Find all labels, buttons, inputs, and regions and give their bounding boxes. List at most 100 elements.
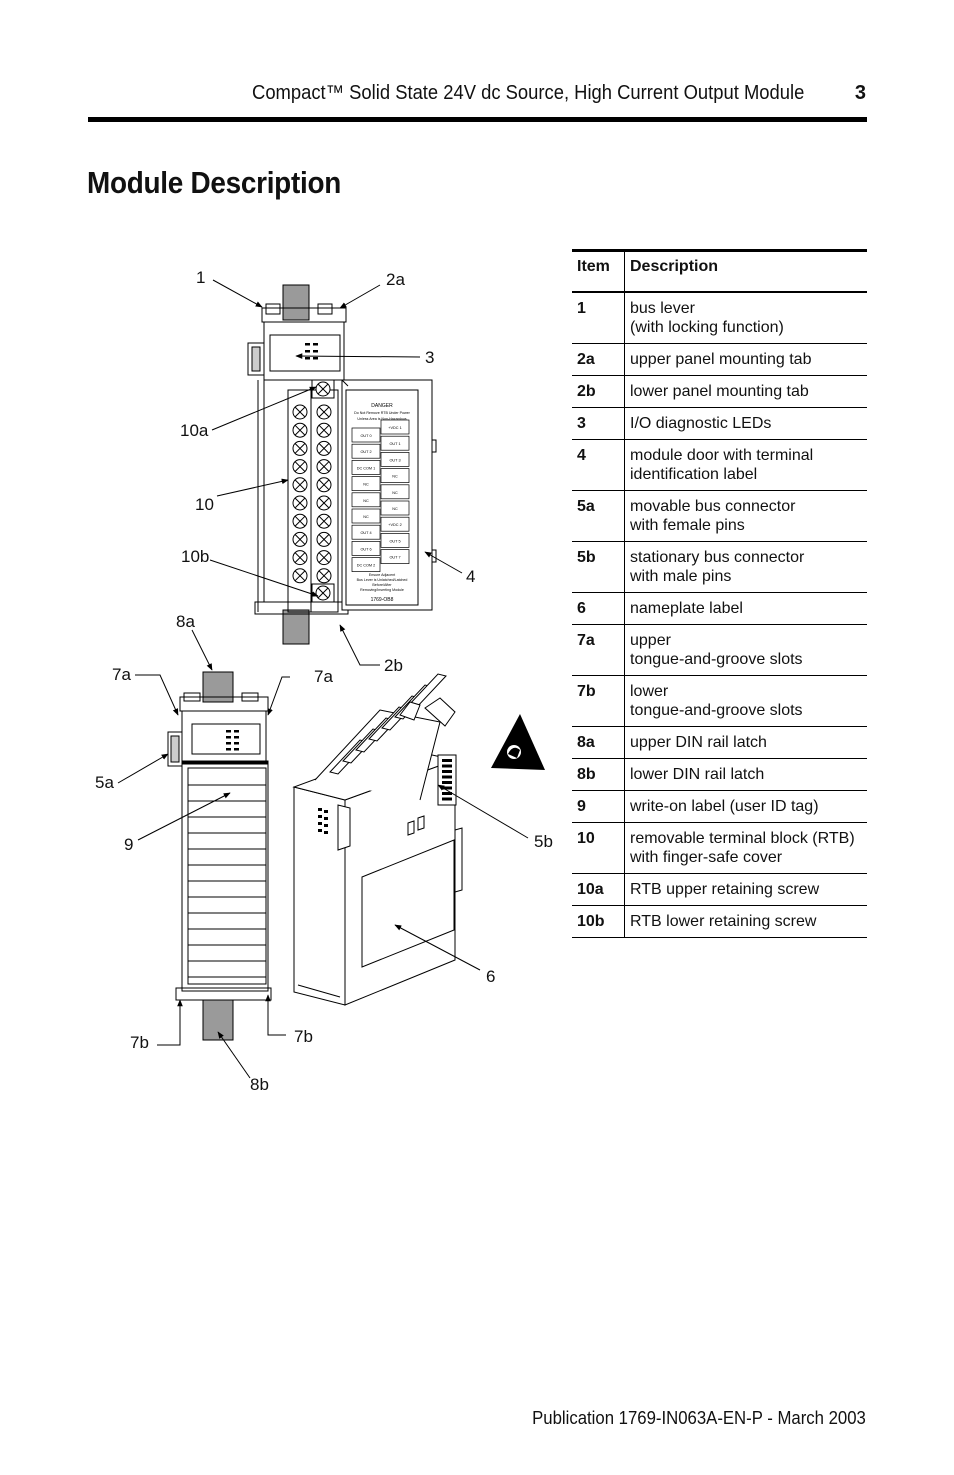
- item-number: 4: [572, 439, 625, 491]
- page-number: 3: [854, 82, 866, 104]
- item-number: 5b: [572, 541, 625, 593]
- terminal-cell: [380, 484, 410, 500]
- callout-labels: 1 2a 3 10a 10 10b 4 2b 8a 7a 7a 5a 9 7b …: [95, 268, 553, 1094]
- terminal-identification-label: DANGER Do Not Remove RTB Under Power Unl…: [351, 403, 411, 603]
- danger-text-line-1: Do Not Remove RTB Under Power: [354, 411, 410, 415]
- terminal-cell: [380, 419, 410, 435]
- header-rule: [88, 117, 867, 122]
- danger-text-line-2: Unless Area is Non-Hazardous: [357, 417, 406, 421]
- warning-text-line-4: Removing/Inserting Module: [360, 588, 404, 592]
- callout-8a: 8a: [176, 612, 195, 631]
- callout-5a: 5a: [95, 773, 114, 792]
- column-header-description: Description: [624, 249, 867, 293]
- item-description: lower DIN rail latch: [624, 758, 867, 791]
- terminal-cell: [380, 500, 410, 516]
- column-header-item: Item: [572, 249, 625, 293]
- module-drawing: DANGER Do Not Remove RTB Under Power Unl…: [95, 268, 553, 1094]
- item-description: RTB lower retaining screw: [624, 905, 867, 938]
- description-line: (with locking function): [630, 319, 784, 336]
- description-line: lower: [630, 683, 669, 700]
- callout-5b: 5b: [534, 832, 553, 851]
- terminal-cell: [351, 460, 381, 475]
- table-row: 2b lower panel mounting tab: [572, 375, 867, 408]
- warning-text-line-2: Bus Lever is Unlatched/Latched: [357, 578, 408, 582]
- terminal-cell: [351, 427, 381, 443]
- callout-2b: 2b: [384, 656, 403, 675]
- led-indicators: [305, 343, 318, 360]
- item-number: 8a: [572, 726, 625, 759]
- terminal-name: OUT 5: [389, 539, 400, 543]
- callout-4: 4: [466, 567, 475, 586]
- callout-10a: 10a: [180, 421, 209, 440]
- callout-1: 1: [196, 268, 205, 287]
- terminal-cell: [351, 508, 381, 524]
- table-row: 6 nameplate label: [572, 592, 867, 625]
- item-number: 1: [572, 292, 625, 344]
- item-number: 7a: [572, 624, 625, 676]
- item-number: 10b: [572, 905, 625, 938]
- terminal-name: NC: [392, 491, 398, 495]
- table-header-row: Item Description: [572, 249, 867, 293]
- callout-8b: 8b: [250, 1075, 269, 1094]
- esd-warning-icon: [491, 714, 545, 770]
- description-line: lower DIN rail latch: [630, 766, 765, 783]
- item-number: 6: [572, 592, 625, 625]
- callout-6: 6: [486, 967, 495, 986]
- module-isometric-view: [292, 673, 463, 1006]
- terminal-name: NC: [363, 483, 369, 487]
- publication-footer: Publication 1769-IN063A-EN-P - March 200…: [532, 1408, 866, 1428]
- terminal-name: OUT 0: [360, 434, 371, 438]
- description-line: removable terminal block (RTB): [630, 830, 855, 847]
- description-line: upper DIN rail latch: [630, 734, 767, 751]
- item-description: removable terminal block (RTB)with finge…: [624, 822, 867, 874]
- description-line: RTB upper retaining screw: [630, 881, 820, 898]
- description-line: nameplate label: [630, 600, 743, 617]
- running-header-title: Compact™ Solid State 24V dc Source, High…: [251, 82, 804, 104]
- item-description: I/O diagnostic LEDs: [624, 407, 867, 440]
- terminal-name: OUT 7: [389, 556, 400, 560]
- description-line: bus lever: [630, 300, 695, 317]
- table-row: 10a RTB upper retaining screw: [572, 873, 867, 906]
- description-line: identification label: [630, 466, 758, 483]
- item-number: 2b: [572, 375, 625, 408]
- description-line: lower panel mounting tab: [630, 383, 809, 400]
- callout-3: 3: [425, 348, 434, 367]
- item-number: 9: [572, 790, 625, 823]
- terminal-name: DC COM 2: [357, 564, 376, 568]
- item-description: nameplate label: [624, 592, 867, 625]
- description-line: RTB lower retaining screw: [630, 913, 817, 930]
- terminal-cell: [380, 533, 410, 548]
- item-description: write-on label (user ID tag): [624, 790, 867, 823]
- item-description: RTB upper retaining screw: [624, 873, 867, 906]
- terminal-name: OUT 2: [360, 450, 371, 454]
- terminal-name: NC: [363, 515, 369, 519]
- item-number: 10a: [572, 873, 625, 906]
- terminal-name: NC: [363, 499, 369, 503]
- warning-text-line-3: Before/After: [372, 583, 392, 587]
- description-line: I/O diagnostic LEDs: [630, 415, 772, 432]
- terminal-cell: [380, 435, 410, 451]
- description-line: with female pins: [630, 517, 745, 534]
- callout-7a-left: 7a: [112, 665, 131, 684]
- description-line: stationary bus connector: [630, 549, 805, 566]
- item-number: 5a: [572, 490, 625, 542]
- item-number: 2a: [572, 343, 625, 376]
- terminal-name: OUT 3: [389, 458, 400, 462]
- terminal-name: +VDC 2: [388, 523, 401, 527]
- item-description: bus lever (with locking function): [624, 292, 867, 344]
- terminal-cell: [380, 549, 410, 564]
- terminal-name: OUT 6: [360, 547, 371, 551]
- item-number: 7b: [572, 675, 625, 727]
- terminal-cell: [351, 492, 381, 508]
- warning-text-line-1: Ensure Adjacent: [369, 573, 395, 577]
- terminal-cell: [351, 557, 381, 572]
- callout-10: 10: [195, 495, 214, 514]
